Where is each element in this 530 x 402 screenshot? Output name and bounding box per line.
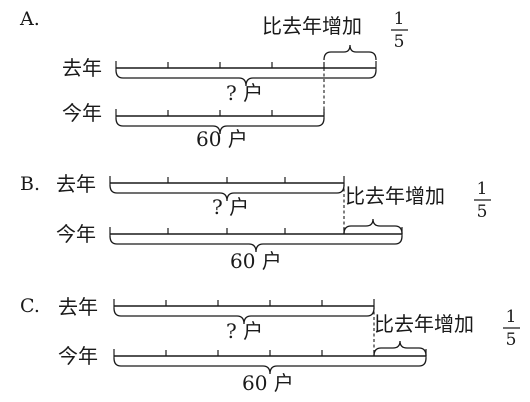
option-a-last-year-caption: ? 户 xyxy=(226,81,263,105)
option-c-increase-label: 比去年增加 xyxy=(374,312,474,336)
option-a[interactable]: A. 比去年增加 1 5 去年 ? 户 今年 xyxy=(19,8,408,151)
option-b-this-year-brace xyxy=(109,235,403,253)
option-b-fraction-denominator: 5 xyxy=(477,202,488,222)
option-a-increase-label: 比去年增加 xyxy=(262,14,362,38)
option-a-fraction-numerator: 1 xyxy=(394,9,405,29)
option-c-this-year-caption: 60 户 xyxy=(242,371,294,395)
option-a-letter: A. xyxy=(19,8,40,30)
option-c-this-year-label: 今年 xyxy=(58,344,98,368)
option-b-increase-label: 比去年增加 xyxy=(345,184,445,208)
option-a-this-year-brace xyxy=(115,117,325,135)
option-c-fraction-numerator: 1 xyxy=(506,307,517,327)
option-a-fraction-denominator: 5 xyxy=(394,32,405,52)
option-a-last-year-ticks xyxy=(115,61,377,70)
option-b-this-year-ticks xyxy=(109,227,403,236)
option-b-last-year-caption: ? 户 xyxy=(212,195,249,219)
option-b-increase-brace xyxy=(343,218,403,235)
option-a-increase-brace xyxy=(323,44,377,61)
option-a-this-year-ticks xyxy=(115,109,325,118)
option-a-last-year-label: 去年 xyxy=(62,56,102,80)
option-a-this-year-caption: 60 户 xyxy=(196,127,248,151)
option-c[interactable]: C. 去年 ? 户 比去年增加 1 5 今年 xyxy=(20,295,520,395)
option-c-letter: C. xyxy=(20,295,40,317)
option-a-this-year-label: 今年 xyxy=(62,101,102,125)
option-b[interactable]: B. 去年 ? 户 比去年增加 1 5 今年 xyxy=(20,172,491,273)
option-c-last-year-label: 去年 xyxy=(58,295,98,319)
option-c-increase-brace xyxy=(373,340,427,357)
option-b-last-year-brace xyxy=(109,184,345,202)
option-c-this-year-ticks xyxy=(113,349,427,358)
option-a-last-year-brace xyxy=(115,69,377,87)
option-c-last-year-caption: ? 户 xyxy=(226,319,263,343)
option-b-fraction-numerator: 1 xyxy=(477,179,488,199)
option-c-last-year-brace xyxy=(113,307,375,325)
option-b-this-year-label: 今年 xyxy=(56,222,96,246)
option-b-this-year-caption: 60 户 xyxy=(230,249,282,273)
option-b-last-year-label: 去年 xyxy=(56,172,96,196)
option-c-fraction-denominator: 5 xyxy=(506,330,517,350)
option-b-letter: B. xyxy=(20,173,40,195)
option-c-this-year-brace xyxy=(113,357,427,375)
